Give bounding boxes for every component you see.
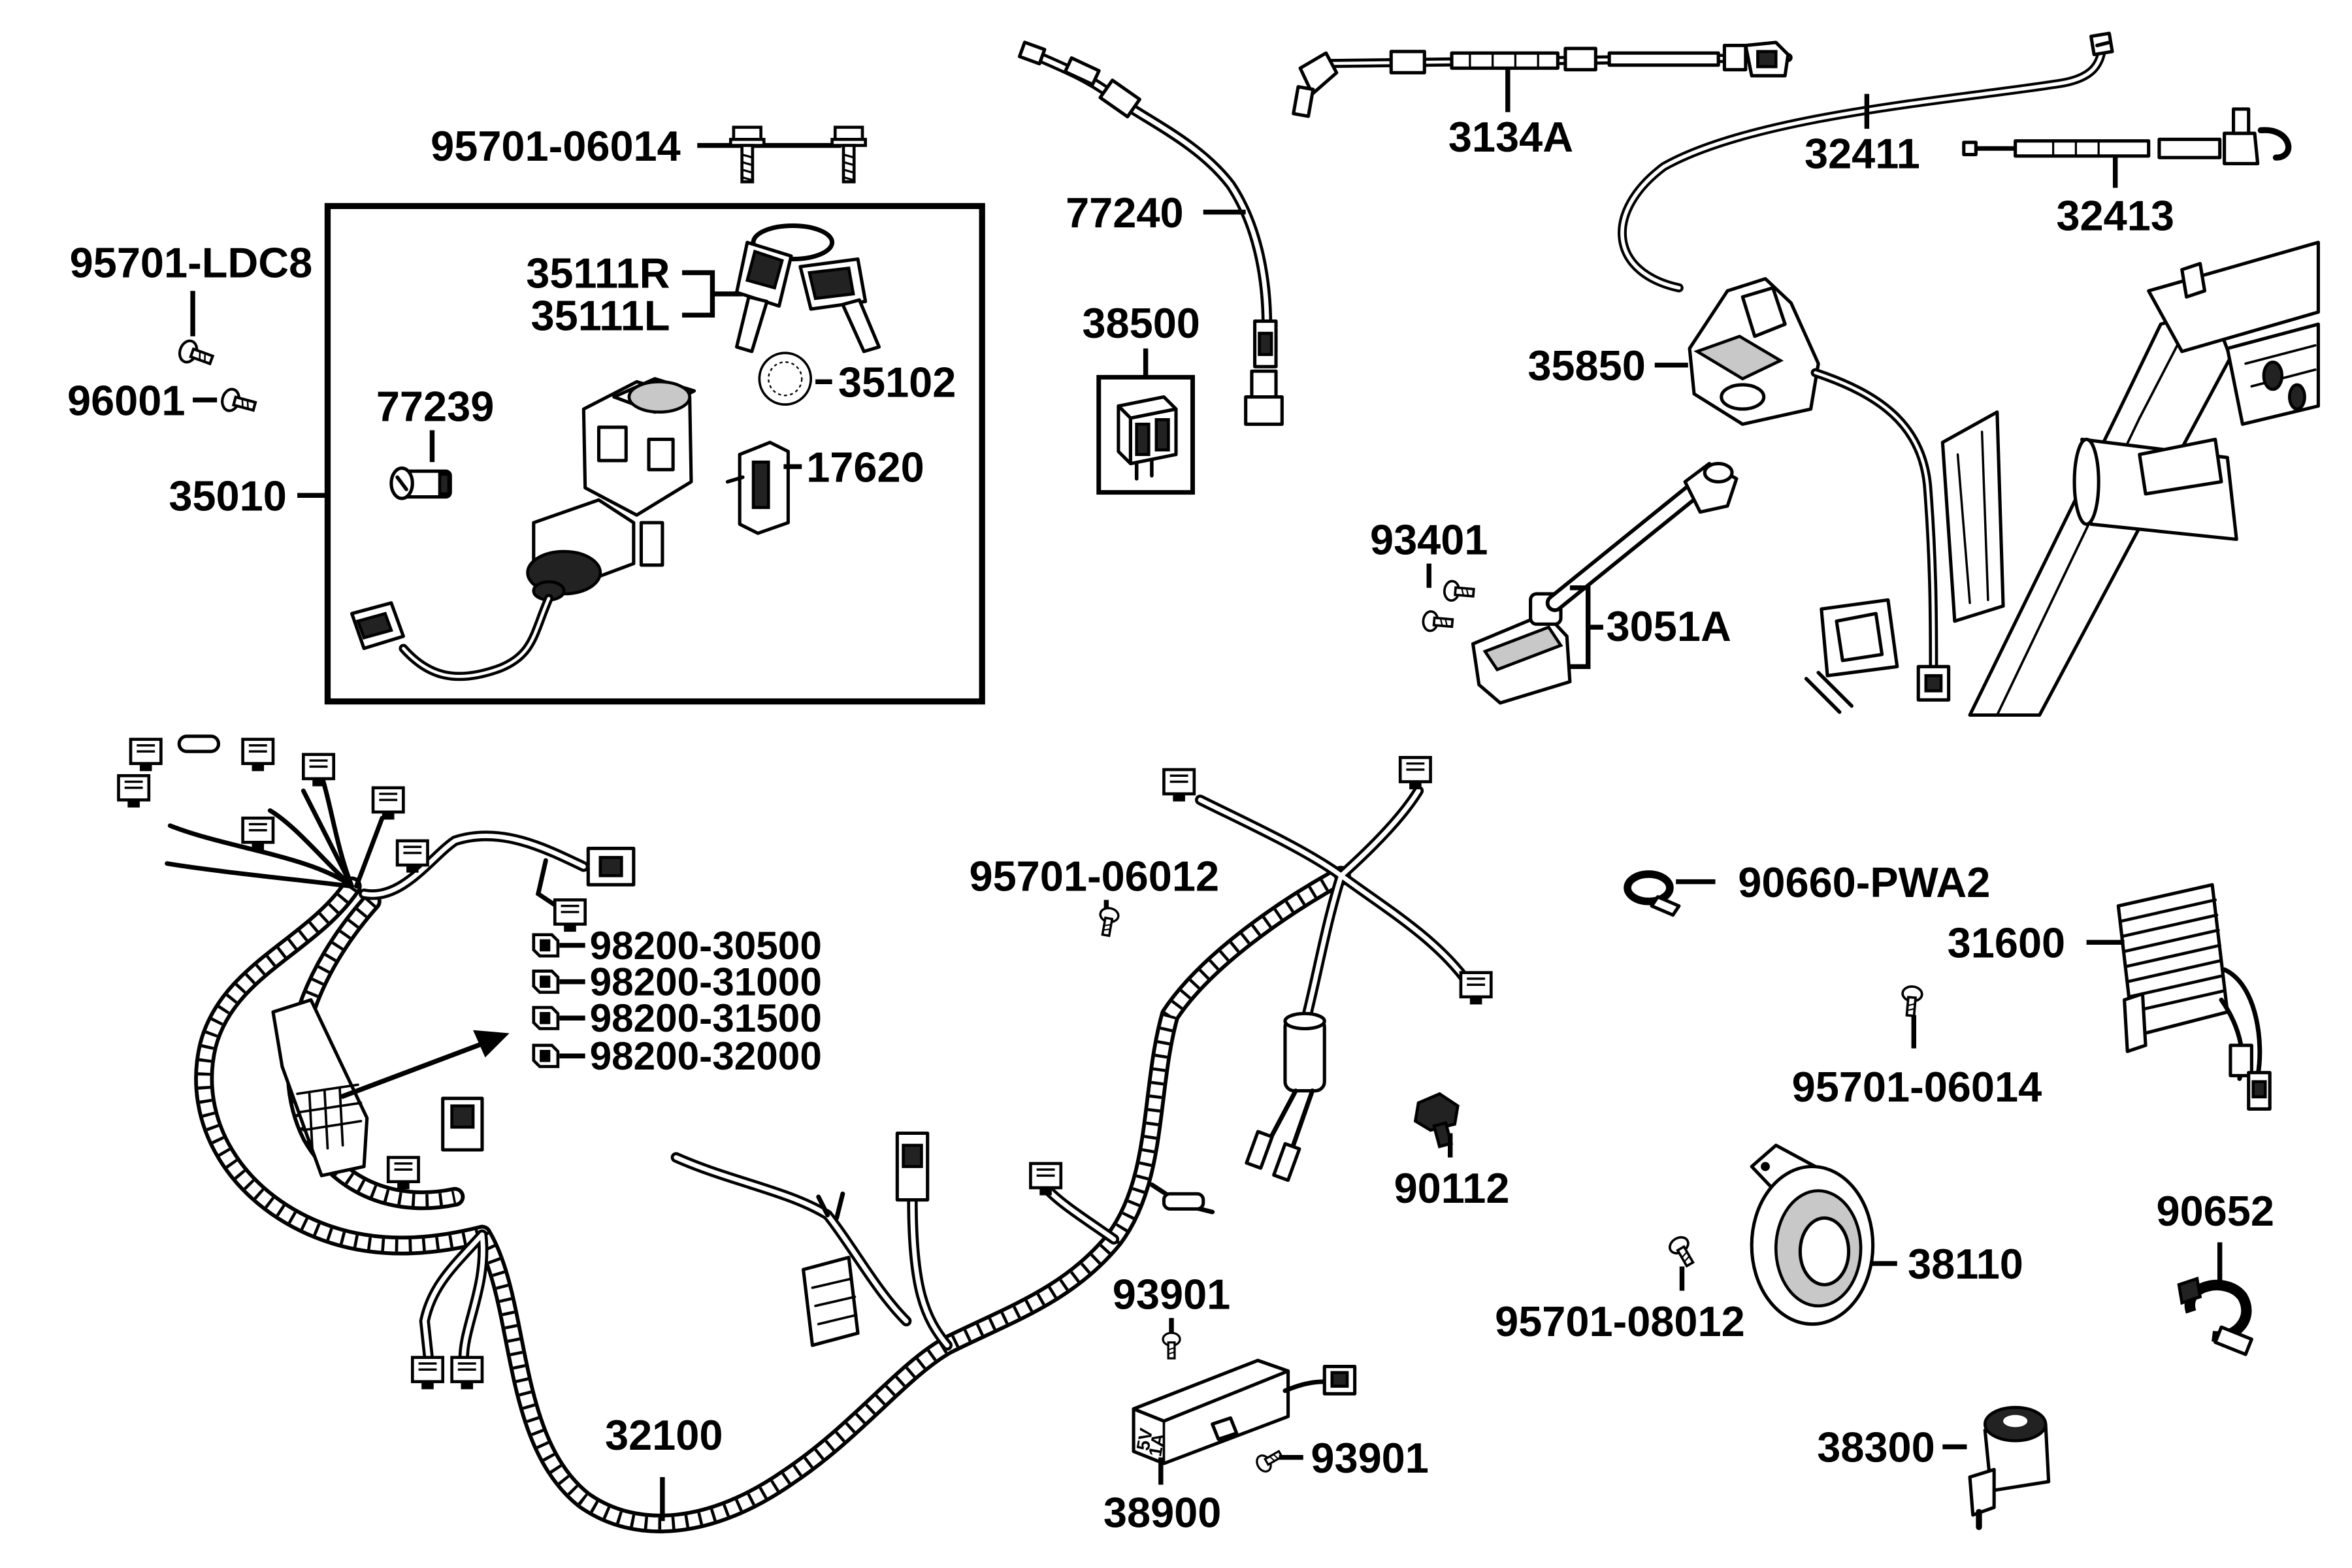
fuse-98200-30500: [534, 935, 558, 956]
callout-95701-06012: 95701-06012: [969, 852, 1219, 900]
ignition-cap-35102: [758, 351, 813, 406]
callout-95701-08012: 95701-08012: [1495, 1298, 1745, 1345]
harness-connector: [452, 1358, 482, 1390]
fuse-pointer-arrow: [340, 1030, 510, 1100]
cable-3134A: [1292, 41, 1793, 118]
callout-93901-top: 93901: [1113, 1270, 1231, 1318]
callout-38300: 38300: [1817, 1424, 1935, 1471]
fuse-98200-31000: [534, 971, 558, 992]
part-38300: [1968, 1405, 2051, 1531]
harness-connector: [243, 818, 273, 850]
bolt-90112: [1413, 1092, 1460, 1149]
ignition-set-box: [324, 203, 985, 705]
harness-connector: [177, 734, 221, 753]
harness-connector: [1400, 757, 1430, 789]
harness-connector: [1162, 1192, 1205, 1211]
harness-connector: [1030, 1164, 1060, 1196]
ignition-coil-3051A: [1471, 462, 1739, 705]
wiring-harness-32100: [118, 734, 1491, 1524]
screw-95701-06012: [1096, 906, 1121, 938]
callout-90112: 90112: [1394, 1164, 1510, 1212]
callout-98200-31500: 98200-31500: [590, 996, 822, 1040]
callout-3134A: 3134A: [1448, 113, 1573, 161]
clamp-90660-PWA2: [1624, 870, 1681, 917]
harness-connector: [412, 1358, 442, 1390]
screw-93901-top: [1162, 1331, 1181, 1360]
screw-93401-b: [1421, 610, 1454, 634]
harness-connector: [131, 740, 161, 772]
frame-section: [1804, 240, 2320, 717]
harness-connector: [118, 776, 148, 808]
callout-98200-31000: 98200-31000: [590, 959, 822, 1004]
cable-77240: [1017, 41, 1284, 426]
ignition-switch: [350, 377, 696, 681]
bolt-95701-06014-pair: [730, 127, 865, 182]
screw-95701-08012: [1665, 1233, 1700, 1271]
charger-current-marking: 1A: [1145, 1431, 1169, 1458]
callout-90652: 90652: [2156, 1187, 2274, 1235]
screw-93901-bottom: [1252, 1445, 1286, 1475]
callout-38900: 38900: [1103, 1488, 1222, 1536]
screw-96001: [220, 387, 257, 417]
callout-96001: 96001: [67, 376, 186, 424]
charger-voltage-marking: 5V: [1133, 1426, 1157, 1452]
callout-35111R: 35111R: [526, 250, 670, 297]
part-35850: [1688, 277, 1951, 702]
charger-38900: 5V 1A: [1132, 1358, 1357, 1465]
callout-3051A: 3051A: [1607, 602, 1731, 650]
lock-cover-17620: [725, 440, 790, 535]
leader-bracket-3051A: [1569, 585, 1603, 669]
callout-95701-LDC8: 95701-LDC8: [70, 238, 313, 286]
clamp-90652: [2177, 1277, 2253, 1356]
regulator-31600: [2116, 883, 2272, 1111]
callout-35111L: 35111L: [531, 292, 670, 340]
harness-connector: [373, 788, 403, 820]
fuse-98200-31500: [534, 1007, 558, 1028]
fuse-98200-32000: [534, 1045, 558, 1066]
harness-connector: [1461, 973, 1491, 1005]
screw-93401-a: [1442, 579, 1476, 604]
callout-31600: 31600: [1948, 919, 2066, 967]
callout-95701-06014-right: 95701-06014: [1792, 1063, 2042, 1111]
callout-32100: 32100: [605, 1411, 723, 1459]
horn-38110: [1750, 1143, 1875, 1326]
callout-98200-32000: 98200-32000: [590, 1034, 822, 1078]
lock-cylinder-77239: [389, 466, 452, 500]
callout-77240: 77240: [1066, 189, 1184, 237]
leader-bracket-keys: [682, 270, 743, 318]
screw-95701-LDC8: [177, 338, 215, 370]
callout-35010: 35010: [169, 472, 287, 519]
cable-32413: [1962, 107, 2292, 165]
callout-98200-30500: 98200-30500: [590, 923, 822, 968]
callout-95701-06014-top: 95701-06014: [431, 122, 681, 170]
cable-32411: [1618, 31, 2114, 293]
fuse-set-98200: [534, 935, 585, 1067]
relay-38500: [1117, 395, 1178, 481]
callout-35102: 35102: [838, 359, 956, 406]
screw-95701-06014-right: [1899, 984, 1924, 1018]
callout-35850: 35850: [1527, 342, 1646, 389]
callout-38500: 38500: [1082, 299, 1200, 347]
harness-connector: [388, 1158, 418, 1190]
harness-connector: [555, 900, 585, 932]
callout-38110: 38110: [1908, 1240, 2023, 1288]
key-set: [734, 223, 881, 353]
callout-93901-bottom: 93901: [1311, 1434, 1428, 1482]
harness-connector: [303, 755, 333, 787]
harness-connector: [243, 740, 273, 772]
callout-93401: 93401: [1370, 516, 1488, 564]
harness-connector: [1164, 770, 1194, 802]
fuse-box: [271, 998, 369, 1177]
callout-77239: 77239: [376, 383, 495, 431]
callout-17620: 17620: [806, 443, 924, 491]
callout-32413: 32413: [2056, 191, 2174, 239]
callout-32411: 32411: [1805, 129, 1920, 177]
callout-90660-PWA2: 90660-PWA2: [1738, 858, 1990, 906]
